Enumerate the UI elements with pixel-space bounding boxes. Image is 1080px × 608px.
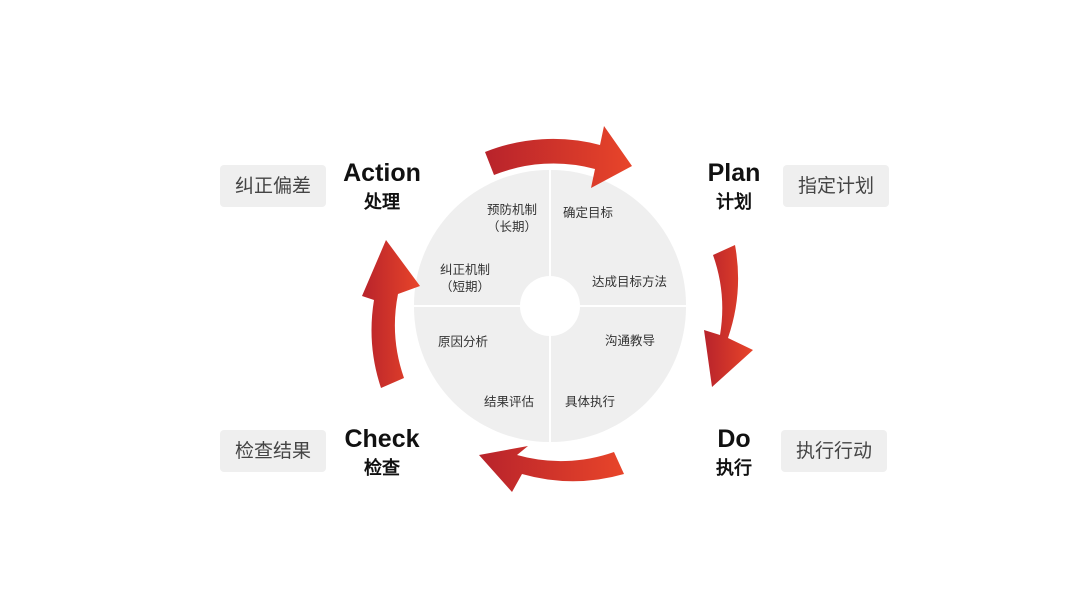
plan-label-zh: 计划 [716, 191, 752, 213]
arrow-top [485, 126, 632, 188]
q-tl-text-3: 纠正机制 [440, 262, 490, 277]
plan-label-en: Plan [708, 159, 761, 187]
quadrant-top-right [551, 170, 686, 305]
q-tr-text-1: 确定目标 [563, 205, 613, 220]
check-tag: 检查结果 [220, 430, 326, 472]
quadrant-bottom-left [414, 307, 549, 442]
action-tag: 纠正偏差 [220, 165, 326, 207]
do-label-en: Do [717, 425, 750, 453]
check-label-zh: 检查 [364, 457, 400, 479]
q-tr-text-2: 达成目标方法 [592, 274, 667, 289]
quadrant-circle [414, 170, 686, 442]
check-label-en: Check [344, 425, 419, 453]
action-label-zh: 处理 [363, 191, 400, 213]
do-label-zh: 执行 [716, 457, 752, 479]
q-bl-text-2: 结果评估 [484, 394, 534, 409]
arrow-bottom [479, 446, 624, 492]
q-br-text-2: 具体执行 [565, 394, 615, 409]
q-bl-text-1: 原因分析 [438, 334, 488, 349]
quadrant-top-left [414, 170, 549, 305]
q-br-text-1: 沟通教导 [605, 333, 655, 348]
plan-tag: 指定计划 [783, 165, 889, 207]
arrow-right [704, 245, 753, 387]
arrow-left [362, 240, 420, 388]
cycle-arrows [362, 126, 753, 492]
do-tag: 执行行动 [781, 430, 887, 472]
q-tl-text-2: （长期） [487, 219, 537, 234]
center-hole [520, 276, 580, 336]
action-label-en: Action [343, 159, 421, 187]
q-tl-text-1: 预防机制 [487, 202, 537, 217]
quadrant-bottom-right [551, 307, 686, 442]
q-tl-text-4: （短期） [440, 279, 490, 294]
